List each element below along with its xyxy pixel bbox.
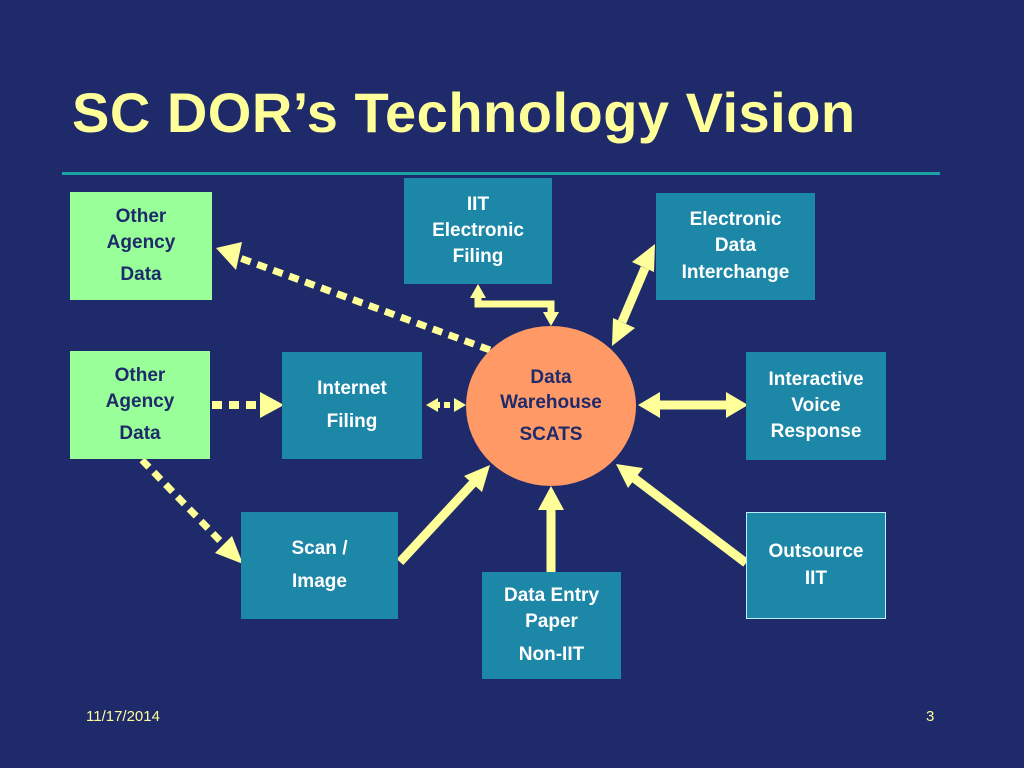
hub-label-line: SCATS [519, 423, 583, 445]
box-label-line: Paper [525, 611, 578, 633]
arrow-edi-warehouse [612, 244, 655, 346]
box-label-line: IIT [804, 567, 828, 589]
hub-label-line: Warehouse [500, 392, 602, 414]
slide-title: SC DOR’s Technology Vision [72, 81, 856, 144]
box-label-line: Scan / [291, 538, 348, 560]
arrow-warehouse-to-other-agency-top [216, 242, 492, 354]
box-label-line: Data [119, 423, 161, 445]
box-label-line: Agency [106, 231, 176, 253]
box-data-entry-paper: Data Entry Paper Non-IIT [482, 572, 621, 679]
box-label-line: Non-IIT [518, 643, 585, 665]
box-label-line: Interchange [681, 261, 790, 283]
box-label-line: Other [115, 205, 167, 227]
box-label-line: Data [120, 264, 162, 286]
footer-page-number: 3 [926, 708, 935, 725]
box-scan-image: Scan / Image [241, 512, 398, 619]
arrow-iit-warehouse [470, 284, 559, 326]
box-internet-filing: Internet Filing [282, 352, 422, 459]
box-label-line: Voice [791, 394, 841, 416]
arrow-dataentry-to-warehouse [538, 486, 564, 572]
arrow-other-agency-to-internet [212, 392, 284, 418]
arrow-scan-to-warehouse [396, 465, 490, 566]
hub-data-warehouse: Data Warehouse SCATS [466, 326, 636, 486]
box-label-line: Data Entry [503, 585, 600, 607]
hub-label-line: Data [530, 366, 572, 388]
box-label-line: Agency [105, 390, 175, 412]
arrow-internet-warehouse [426, 398, 466, 412]
arrow-warehouse-ivr [638, 392, 748, 418]
box-label-line: Outsource [768, 541, 864, 563]
box-label-line: Image [292, 570, 347, 592]
box-other-agency-data-top: Other Agency Data [70, 192, 212, 300]
box-interactive-voice-response: Interactive Voice Response [746, 352, 886, 460]
box-label-line: Electronic [689, 209, 782, 231]
box-label-line: Filing [326, 410, 378, 432]
arrow-outsource-to-warehouse [616, 464, 749, 567]
box-label-line: Electronic [432, 219, 524, 241]
box-other-agency-data-mid: Other Agency Data [70, 351, 210, 459]
footer-date: 11/17/2014 [86, 708, 160, 725]
box-iit-electronic-filing: IIT Electronic Filing [404, 178, 552, 284]
box-label-line: Interactive [768, 368, 864, 390]
box-label-line: Data [714, 235, 757, 257]
title-divider [62, 172, 940, 175]
box-outsource-iit: Outsource IIT [746, 512, 886, 619]
box-label-line: Filing [452, 246, 504, 268]
box-electronic-data-interchange: Electronic Data Interchange [656, 193, 815, 300]
box-label-line: Other [114, 364, 166, 386]
box-label-line: Response [770, 421, 862, 443]
box-label-line: Internet [317, 378, 387, 400]
arrow-other-agency-to-scan [139, 457, 243, 564]
box-label-line: IIT [466, 193, 490, 215]
